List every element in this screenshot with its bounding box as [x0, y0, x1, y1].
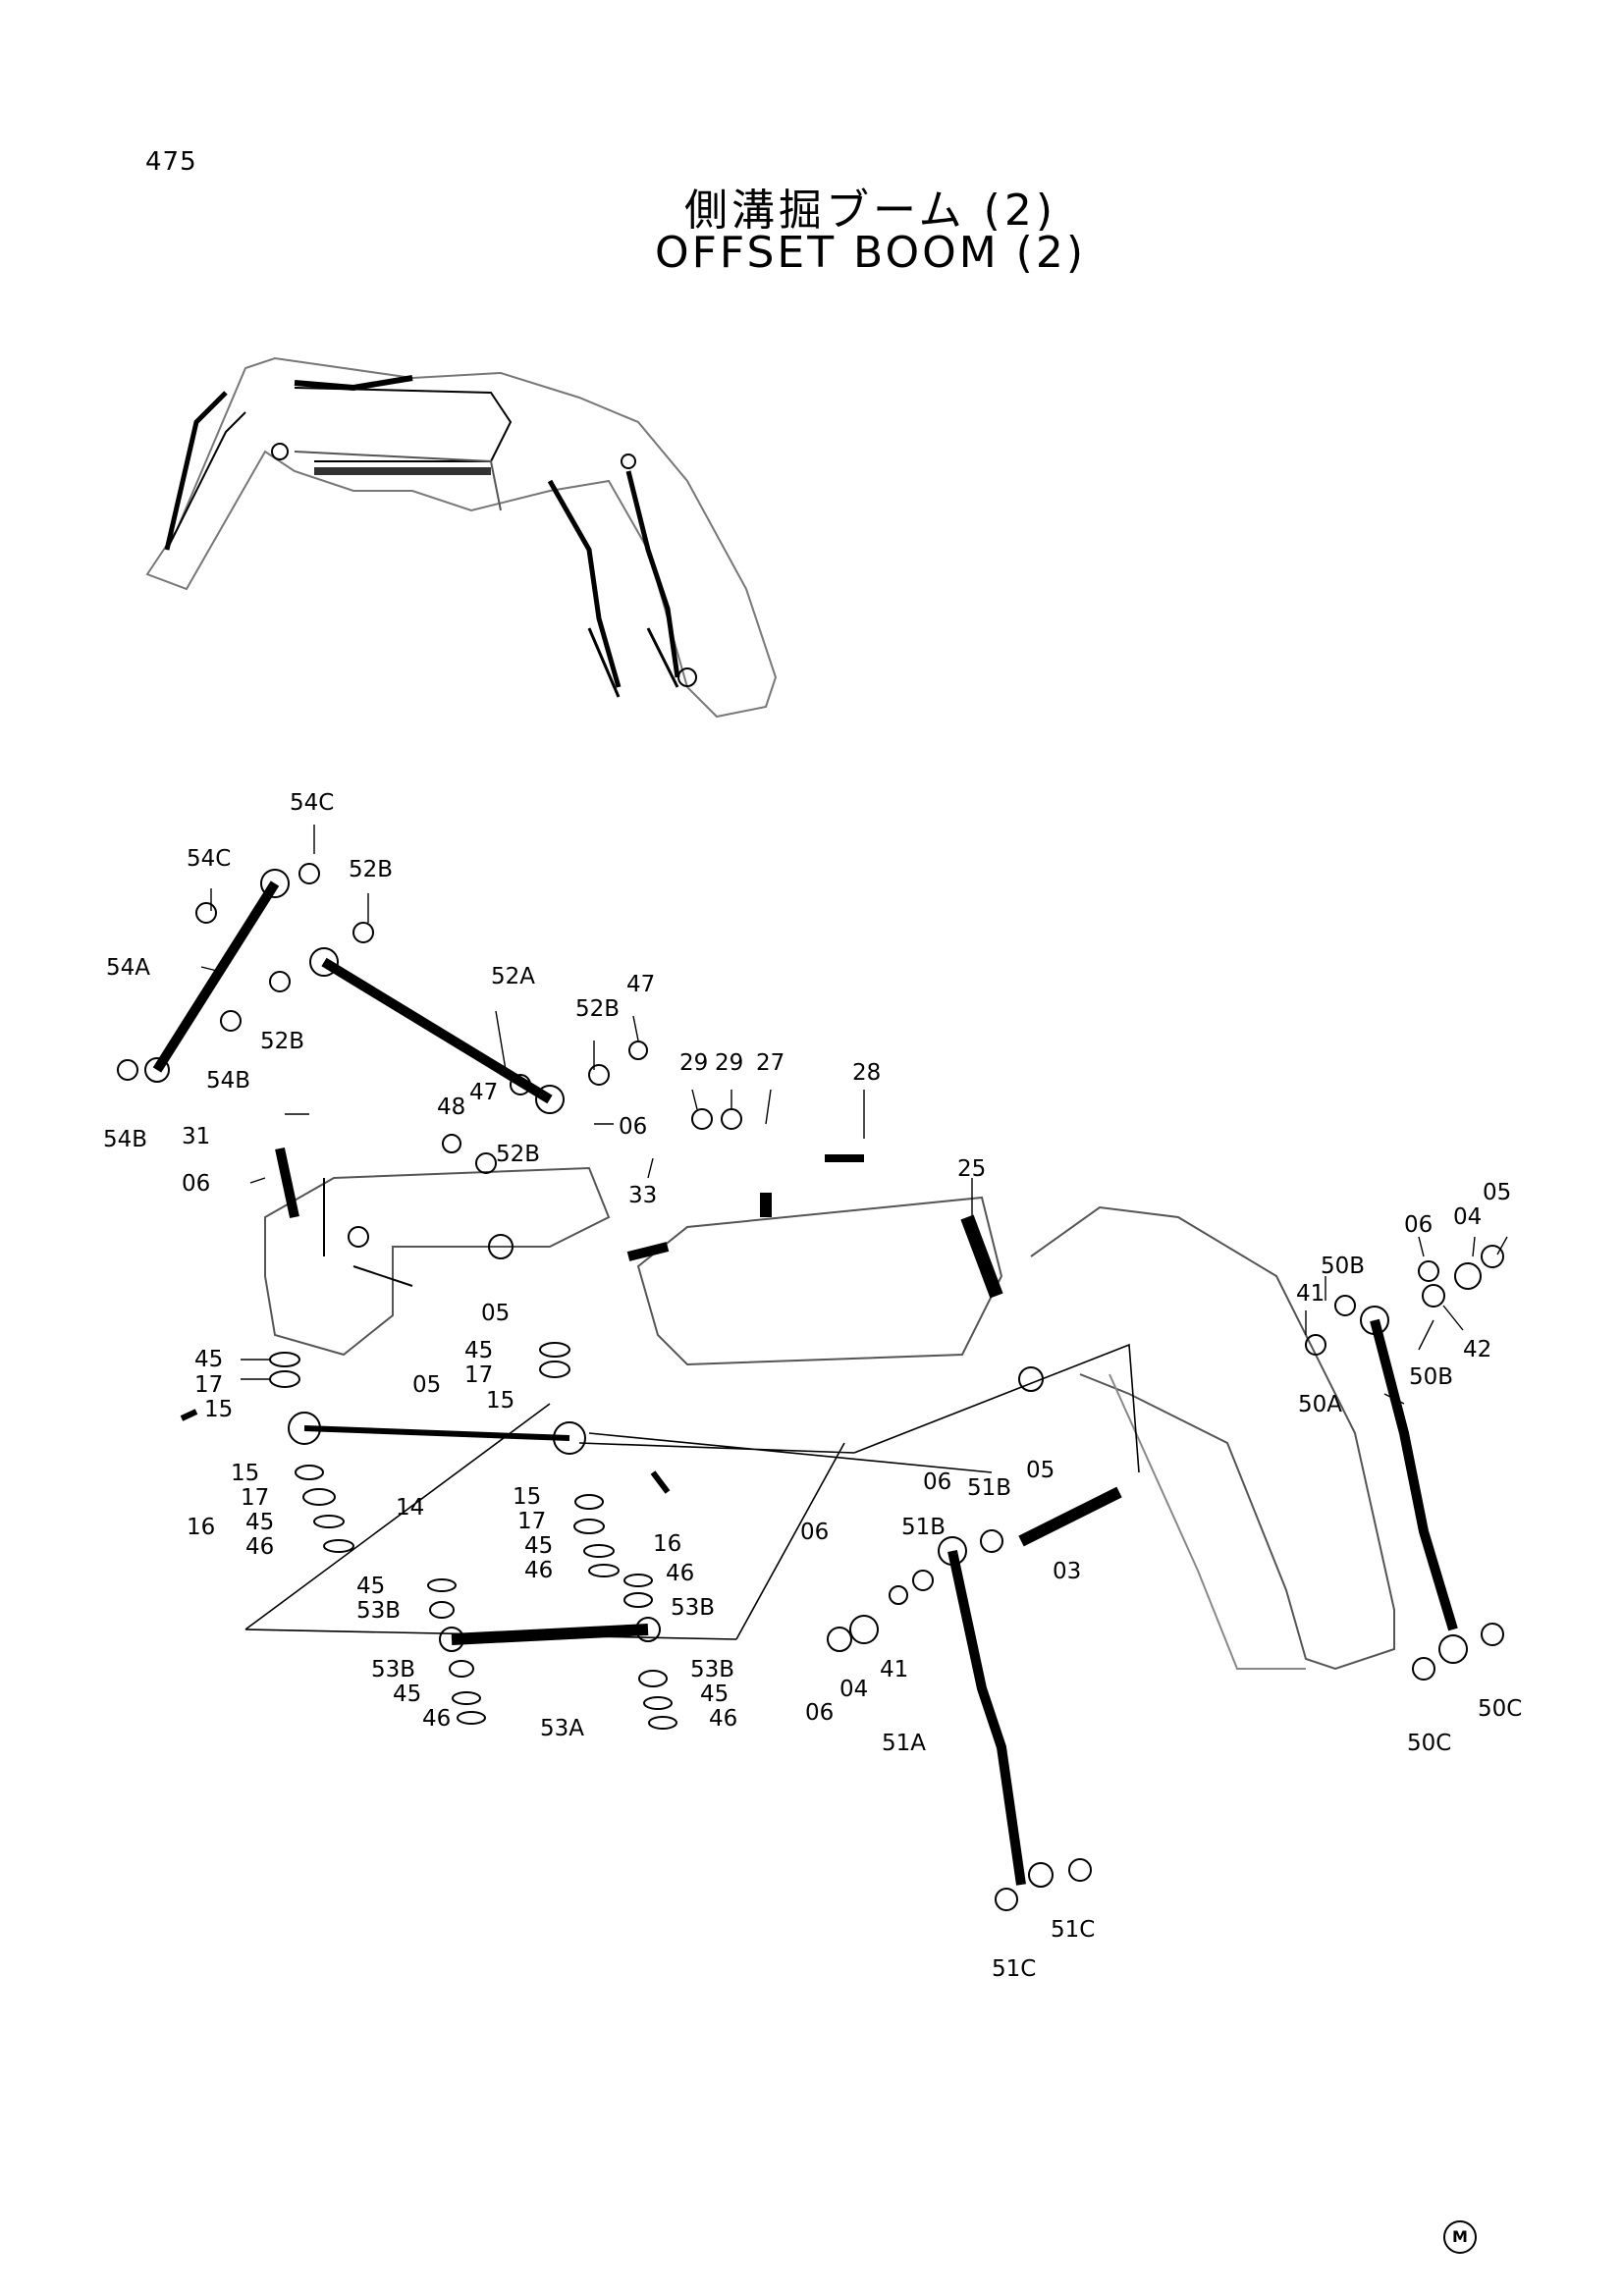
- callout-label: 45: [524, 1533, 553, 1559]
- callout-label: 05: [412, 1372, 441, 1398]
- callout-label: 50B: [1321, 1254, 1365, 1279]
- callout-label: 51C: [1051, 1917, 1095, 1943]
- overview-illustration: [145, 356, 778, 719]
- title-japanese: 側溝掘ブーム (2): [684, 186, 1056, 236]
- callout-label: 53A: [540, 1716, 584, 1741]
- callout-label: 05: [1483, 1180, 1511, 1205]
- callout-label: 05: [1026, 1458, 1055, 1483]
- callout-label: 50C: [1478, 1696, 1522, 1722]
- callout-label: 51A: [882, 1731, 926, 1756]
- page-number: 475: [145, 147, 197, 177]
- callout-label: 52B: [349, 857, 393, 882]
- callout-label: 54C: [290, 790, 334, 816]
- callout-label: 17: [464, 1362, 493, 1388]
- manufacturer-mark: M: [1443, 2220, 1477, 2254]
- callout-label: 29: [715, 1050, 743, 1076]
- callout-label: 41: [1296, 1281, 1325, 1307]
- callout-label: 29: [679, 1050, 708, 1076]
- callout-label: 46: [666, 1561, 694, 1586]
- callout-label: 14: [396, 1495, 424, 1521]
- callout-label: 52A: [491, 964, 535, 989]
- callout-label: 50B: [1409, 1364, 1453, 1390]
- main-assembly: [117, 825, 1508, 1911]
- callout-labels: 54C 54C 52B 54A 52A 47 52B 52B 54B 54B 2…: [103, 790, 1522, 1982]
- callout-label: 45: [245, 1510, 274, 1535]
- callout-label: 46: [422, 1706, 451, 1732]
- callout-label: 45: [700, 1682, 729, 1707]
- callout-label: 06: [923, 1469, 951, 1495]
- callout-label: 51C: [992, 1956, 1036, 1982]
- callout-label: 52B: [575, 996, 620, 1022]
- callout-label: 15: [204, 1397, 233, 1422]
- callout-label: 52B: [260, 1029, 304, 1054]
- callout-label: 51B: [901, 1515, 946, 1540]
- callout-label: 54A: [106, 955, 150, 981]
- callout-label: 45: [356, 1574, 385, 1599]
- callout-label: 52B: [496, 1142, 540, 1167]
- callout-label: 33: [628, 1183, 657, 1208]
- callout-label: 06: [805, 1700, 834, 1726]
- title-english: OFFSET BOOM (2): [654, 228, 1087, 278]
- callout-label: 45: [393, 1682, 421, 1707]
- callout-label: 17: [517, 1509, 546, 1534]
- callout-label: 46: [709, 1706, 737, 1732]
- callout-label: 50A: [1298, 1392, 1342, 1417]
- callout-label: 28: [852, 1060, 881, 1086]
- callout-label: 54B: [206, 1068, 250, 1094]
- callout-label: 54B: [103, 1127, 147, 1152]
- callout-label: 17: [241, 1485, 269, 1511]
- callout-label: 17: [194, 1372, 223, 1398]
- callout-label: 27: [756, 1050, 784, 1076]
- callout-label: 50C: [1407, 1731, 1451, 1756]
- callout-label: 47: [626, 972, 655, 997]
- callout-label: 04: [1453, 1204, 1482, 1230]
- callout-label: 16: [653, 1531, 681, 1557]
- callout-label: 06: [800, 1520, 829, 1545]
- callout-label: 15: [486, 1388, 514, 1414]
- callout-label: 16: [187, 1515, 215, 1540]
- callout-label: 06: [1404, 1212, 1433, 1238]
- callout-label: 48: [437, 1095, 465, 1120]
- callout-label: 53B: [690, 1657, 734, 1682]
- callout-label: 42: [1463, 1337, 1491, 1362]
- callout-label: 46: [524, 1558, 553, 1583]
- callout-label: 05: [481, 1301, 510, 1326]
- callout-label: 31: [182, 1124, 210, 1149]
- callout-label: 45: [194, 1347, 223, 1372]
- callout-label: 53B: [671, 1595, 715, 1621]
- callout-label: 06: [619, 1114, 647, 1140]
- callout-label: 46: [245, 1534, 274, 1560]
- callout-label: 41: [880, 1657, 908, 1682]
- callout-label: 15: [513, 1484, 541, 1510]
- callout-label: 53B: [371, 1657, 415, 1682]
- callout-label: 53B: [356, 1598, 401, 1624]
- callout-label: 04: [839, 1677, 868, 1702]
- callout-label: 15: [231, 1461, 259, 1486]
- callout-label: 25: [957, 1156, 986, 1182]
- callout-label: 54C: [187, 846, 231, 872]
- callout-label: 51B: [967, 1475, 1011, 1501]
- callout-label: 06: [182, 1171, 210, 1197]
- callout-label: 45: [464, 1338, 493, 1363]
- callout-label: 47: [469, 1080, 498, 1105]
- callout-label: 03: [1053, 1559, 1081, 1584]
